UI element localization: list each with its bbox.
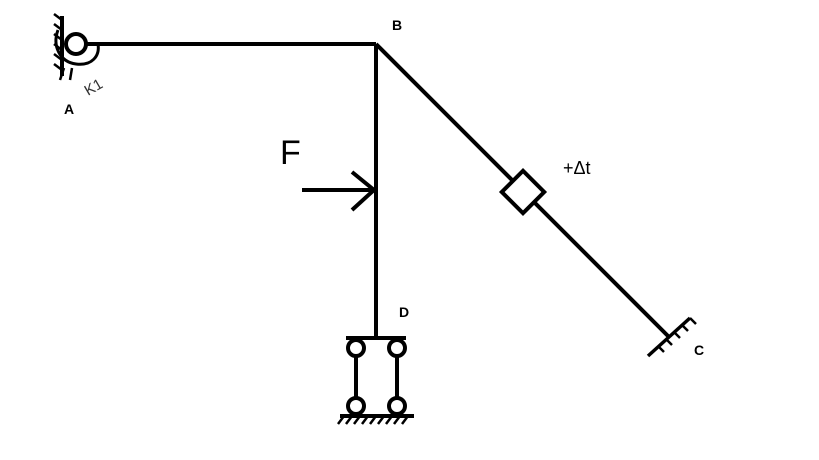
spring-support-a: K1 <box>53 13 106 100</box>
ground-hatch-d <box>337 415 409 425</box>
hinge-d-bottom-left <box>346 396 366 416</box>
node-label-c: C <box>694 342 704 358</box>
ground-hatch-a <box>53 13 74 81</box>
force-arrow <box>302 170 378 212</box>
spring-label: K1 <box>82 76 106 100</box>
link-support-d <box>340 336 414 418</box>
hinge-d-bottom-right <box>387 396 407 416</box>
force-label: F <box>280 134 301 172</box>
fixed-support-c <box>646 316 697 358</box>
hinge-d-top-right <box>387 338 407 358</box>
node-label-b: B <box>392 17 402 33</box>
spring-coil <box>54 29 100 66</box>
node-label-d: D <box>399 304 409 320</box>
pin-a <box>64 32 88 56</box>
temperature-marker <box>498 167 548 217</box>
node-label-a: A <box>64 101 74 117</box>
temperature-label: +Δt <box>563 158 591 178</box>
hinge-d-top-left <box>346 338 366 358</box>
